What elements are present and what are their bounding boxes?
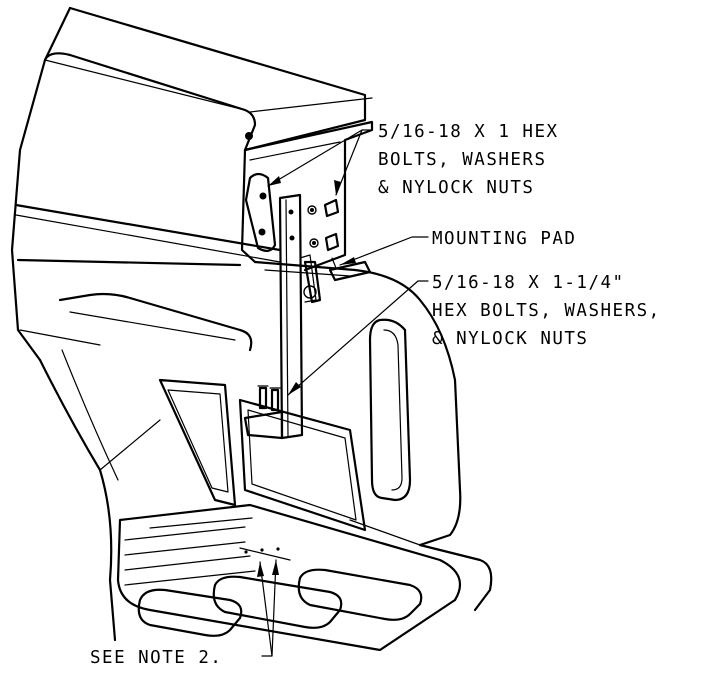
callout-mounting-pad-line-1: MOUNTING PAD — [432, 229, 576, 249]
callout-mounting-pad: MOUNTING PAD — [432, 229, 576, 249]
callout-bolts-lower-line-1: 5/16-18 X 1-1/4" — [432, 273, 625, 293]
callout-bolts-lower: 5/16-18 X 1-1/4" HEX BOLTS, WASHERS, & N… — [432, 273, 661, 349]
callout-bolts-upper-line-1: 5/16-18 X 1 HEX — [378, 122, 559, 142]
callout-see-note: SEE NOTE 2. — [90, 648, 222, 668]
lid-latch-icon — [245, 132, 253, 140]
leader-lines — [244, 129, 429, 657]
callout-bolts-lower-line-3: & NYLOCK NUTS — [432, 329, 588, 349]
mounting-pad — [328, 257, 372, 282]
truck-bed-side — [10, 6, 282, 642]
bed-floor — [116, 503, 462, 652]
callout-bolts-lower-line-2: HEX BOLTS, WASHERS, — [432, 301, 661, 321]
tool-box — [43, 6, 374, 272]
callout-bolts-upper-line-3: & NYLOCK NUTS — [378, 178, 534, 198]
bed-inner-panel — [158, 378, 367, 532]
callout-bolts-upper: 5/16-18 X 1 HEX BOLTS, WASHERS & NYLOCK … — [378, 122, 559, 198]
mounting-bracket — [243, 193, 322, 440]
upper-bolts — [323, 198, 340, 252]
callout-see-note-line-1: SEE NOTE 2. — [90, 648, 222, 668]
lower-bolts — [257, 385, 281, 412]
callout-bolts-upper-line-2: BOLTS, WASHERS — [378, 150, 547, 170]
